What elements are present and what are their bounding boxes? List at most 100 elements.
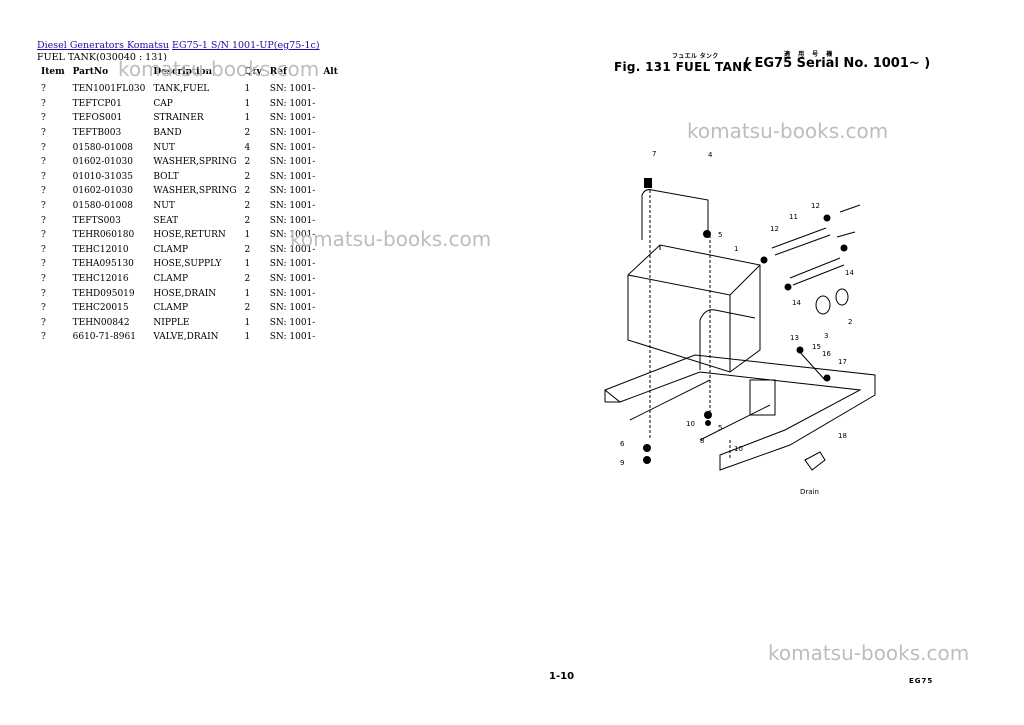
header-partno: PartNo [72, 67, 109, 77]
cell-item: ? [41, 142, 46, 153]
nut [703, 230, 711, 238]
callout: 18 [838, 432, 847, 440]
clamp [840, 244, 848, 252]
header-item: Item [41, 67, 65, 77]
clamp [760, 256, 768, 264]
callout: 13 [790, 334, 799, 342]
cell-alt [319, 286, 342, 301]
drain-valve [804, 451, 826, 471]
cell-description: HOSE,SUPPLY [153, 259, 222, 270]
cell-partno: TEHN00842 [72, 317, 130, 328]
cell-description: WASHER,SPRING [153, 157, 237, 168]
cell-alt [319, 199, 342, 214]
drain-hose [797, 349, 826, 381]
cell-item: ? [41, 288, 46, 299]
cell-alt [319, 82, 342, 97]
cell-alt [319, 170, 342, 185]
cap [835, 288, 849, 306]
band [699, 309, 756, 370]
cell-qty: 2 [244, 303, 251, 314]
cell-ref: SN: 1001- [269, 201, 316, 212]
return-hose [771, 227, 831, 256]
cell-item: ? [41, 171, 46, 182]
cell-partno: TEHR060180 [72, 230, 135, 241]
cell-description: STRAINER [153, 113, 204, 124]
cell-alt [319, 301, 342, 316]
callout: 14 [792, 299, 801, 307]
cell-qty: 4 [244, 142, 251, 153]
cell-description: HOSE,RETURN [153, 230, 226, 241]
cell-ref: SN: 1001- [269, 142, 316, 153]
washer [705, 420, 711, 426]
cell-partno: TEFTS003 [72, 215, 121, 226]
cell-description: CLAMP [153, 303, 189, 314]
cell-ref: SN: 1001- [269, 84, 316, 95]
cell-qty: 2 [244, 244, 251, 255]
callout: 10 [686, 420, 695, 428]
cell-ref: SN: 1001- [269, 288, 316, 299]
cell-ref: SN: 1001- [269, 274, 316, 285]
callout: 17 [838, 358, 847, 366]
cell-description: TANK,FUEL [153, 84, 210, 95]
cell-qty: 2 [244, 171, 251, 182]
cell-ref: SN: 1001- [269, 128, 316, 139]
cell-qty: 2 [244, 128, 251, 139]
cell-alt [319, 140, 342, 155]
nut [643, 444, 651, 452]
bracket [749, 379, 776, 416]
cell-ref: SN: 1001- [269, 317, 316, 328]
callout: 12 [811, 202, 820, 210]
header-qty: Qty [244, 67, 262, 77]
base-frame [604, 354, 876, 471]
callout: 12 [770, 225, 779, 233]
clamp [823, 374, 831, 382]
cell-partno: TEHC12010 [72, 244, 129, 255]
cell-ref: SN: 1001- [269, 171, 316, 182]
breadcrumb-link-generators[interactable]: Diesel Generators Komatsu [37, 40, 170, 51]
cell-qty: 2 [244, 157, 251, 168]
watermark: komatsu-books.com [768, 641, 970, 665]
strainer [815, 295, 831, 315]
breadcrumb-link-model[interactable]: EG75-1 S/N 1001-UP(eg75-1c) [172, 40, 320, 51]
cell-partno: 01602-01030 [72, 157, 133, 168]
callout: 16 [822, 350, 831, 358]
fuel-tank-edges [627, 245, 761, 372]
cell-item: ? [41, 201, 46, 212]
breadcrumb: Diesel Generators Komatsu EG75-1 S/N 100… [37, 40, 320, 51]
cell-qty: 1 [244, 332, 251, 343]
cell-qty: 2 [244, 186, 251, 197]
cell-item: ? [41, 98, 46, 109]
cell-description: NUT [153, 201, 175, 212]
cell-partno: TEFOS001 [72, 113, 123, 124]
cell-ref: SN: 1001- [269, 230, 316, 241]
cell-item: ? [41, 244, 46, 255]
table-header-row: Item PartNo Description Qty Ref Alt [37, 65, 342, 82]
cell-item: ? [41, 303, 46, 314]
model-code: EG75 [909, 677, 934, 685]
cell-partno: TEFTCP01 [72, 98, 122, 109]
cell-qty: 1 [244, 84, 251, 95]
bolt [644, 178, 652, 188]
cell-qty: 2 [244, 274, 251, 285]
cell-partno: 01010-31035 [72, 171, 133, 182]
cell-alt [319, 228, 342, 243]
cell-item: ? [41, 274, 46, 285]
cell-ref: SN: 1001- [269, 303, 316, 314]
cell-qty: 1 [244, 288, 251, 299]
cell-ref: SN: 1001- [269, 332, 316, 343]
cell-item: ? [41, 215, 46, 226]
figure-serial: 適 用 号 機 ( EG75 Serial No. 1001~ ) [744, 51, 930, 71]
callout: 8 [700, 437, 704, 445]
callout: 15 [812, 343, 821, 351]
leader-lines [649, 190, 731, 460]
cell-partno: 6610-71-8961 [72, 332, 136, 343]
